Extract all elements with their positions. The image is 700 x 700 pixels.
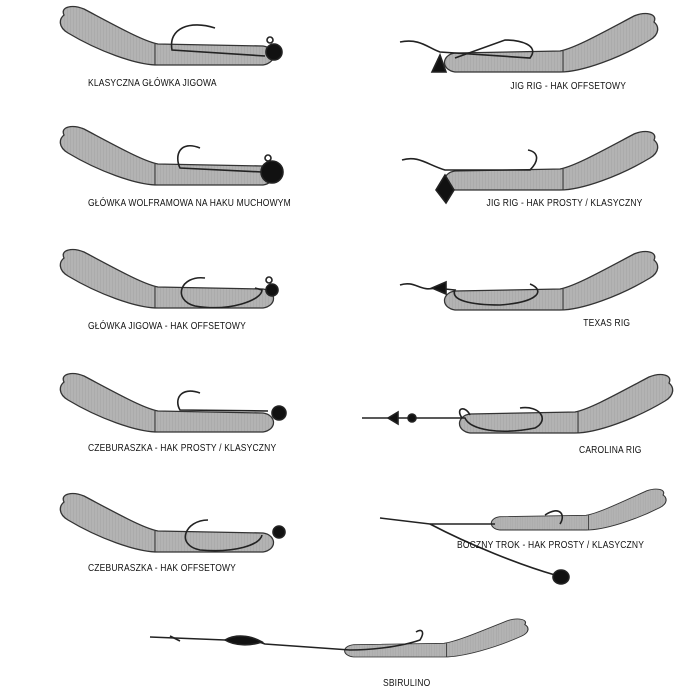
rig-worm-2 (59, 125, 284, 186)
rig-label: BOCZNY TROK - HAK PROSTY / KLASYCZNY (456, 540, 644, 551)
rig-worm-1 (59, 5, 283, 66)
rig-worm-11 (149, 618, 529, 658)
rig-label: JIG RIG - HAK OFFSETOWY (510, 81, 626, 92)
rig-label: GŁÓWKA JIGOWA - HAK OFFSETOWY (88, 321, 246, 332)
rig-worm-7 (401, 130, 659, 205)
rig-label: CZEBURASZKA - HAK OFFSETOWY (88, 563, 237, 574)
rig-worm-9 (362, 373, 674, 434)
rig-worm-10 (379, 488, 667, 585)
rig-worm-6 (399, 12, 659, 73)
rig-label: TEXAS RIG (583, 318, 630, 329)
rig-label: KLASYCZNA GŁÓWKA JIGOWA (88, 78, 217, 89)
rig-worm-8 (399, 250, 659, 311)
rig-worm-4 (59, 372, 287, 433)
rig-label: JIG RIG - HAK PROSTY / KLASYCZNY (486, 198, 642, 209)
rig-worm-3 (59, 248, 279, 309)
rig-label: CZEBURASZKA - HAK PROSTY / KLASYCZNY (88, 443, 277, 454)
rig-label: CAROLINA RIG (579, 445, 642, 456)
rig-label: SBIRULINO (383, 678, 431, 689)
rig-worm-5 (59, 492, 286, 553)
rig-label: GŁÓWKA WOLFRAMOWA NA HAKU MUCHOWYM (88, 198, 291, 209)
